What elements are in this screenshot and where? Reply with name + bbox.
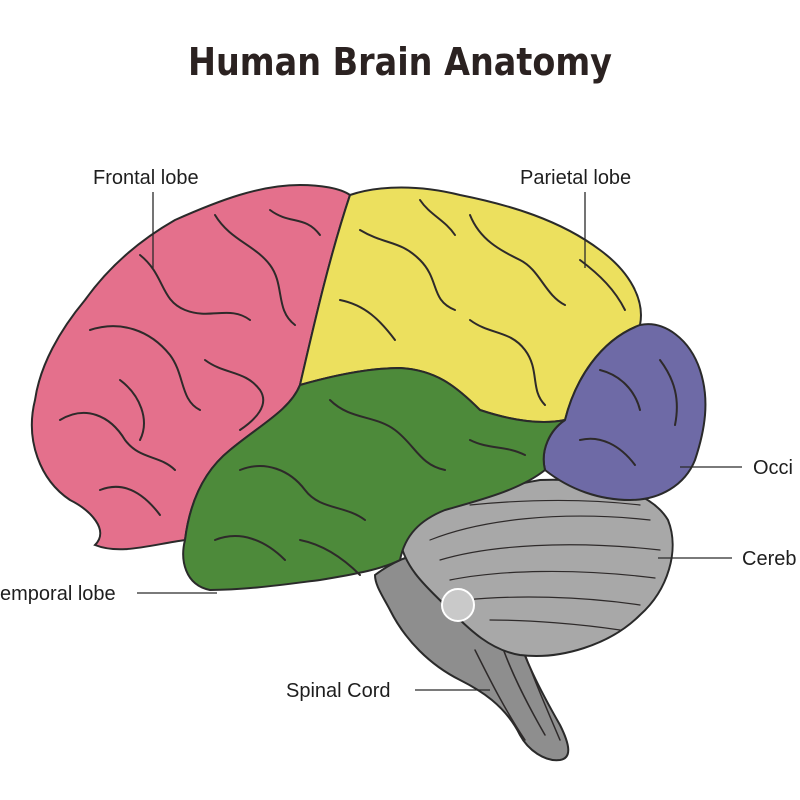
temporal-groove-4 xyxy=(469,439,526,456)
frontal-groove-8 xyxy=(119,379,145,441)
occipital-groove-2 xyxy=(579,437,636,466)
occipital-lobe-label: Occi xyxy=(753,457,793,479)
temporal-lobe-shape xyxy=(182,366,566,592)
frontal-groove-6 xyxy=(204,359,265,431)
parietal-groove-3 xyxy=(339,299,396,341)
spinal-cord-label: Spinal Cord xyxy=(286,680,391,702)
cerebellum-fold-1 xyxy=(429,515,651,541)
parietal-lobe-label: Parietal lobe xyxy=(520,167,631,189)
parietal-groove-4 xyxy=(469,319,546,406)
parietal-groove-1 xyxy=(359,229,456,311)
cerebellum-fold-5 xyxy=(489,619,621,631)
diagram-title: Human Brain Anatomy xyxy=(188,40,612,84)
frontal-groove-3 xyxy=(214,214,296,326)
occipital-groove-1 xyxy=(599,369,641,411)
arbor-vitae-mark xyxy=(441,588,475,622)
cerebellum-label: Cereb xyxy=(742,548,796,570)
frontal-lobe-label: Frontal lobe xyxy=(93,167,199,189)
cerebellum-fold-4 xyxy=(464,596,641,606)
temporal-groove-2 xyxy=(329,399,446,471)
temporal-groove-1 xyxy=(239,465,366,521)
frontal-groove-1 xyxy=(89,325,201,411)
cerebellum-fold-2 xyxy=(439,544,661,561)
temporal-lobe-region xyxy=(182,366,566,592)
frontal-groove-2 xyxy=(139,254,251,321)
cerebellum-region xyxy=(398,478,674,657)
frontal-groove-4 xyxy=(59,411,176,471)
frontal-groove-7 xyxy=(269,209,321,236)
frontal-groove-5 xyxy=(99,485,161,516)
temporal-groove-5 xyxy=(299,539,361,576)
parietal-groove-2 xyxy=(469,214,566,306)
temporal-lobe-label: emporal lobe xyxy=(0,583,116,605)
frontal-lobe-region xyxy=(30,183,352,551)
temporal-groove-3 xyxy=(214,535,286,561)
occipital-lobe-region xyxy=(542,323,707,502)
spinal-groove-2 xyxy=(474,649,526,741)
parietal-groove-6 xyxy=(419,199,456,236)
cerebellum-fold-6 xyxy=(469,499,641,506)
occipital-groove-3 xyxy=(659,359,678,426)
cerebellum-fold-3 xyxy=(449,570,656,581)
